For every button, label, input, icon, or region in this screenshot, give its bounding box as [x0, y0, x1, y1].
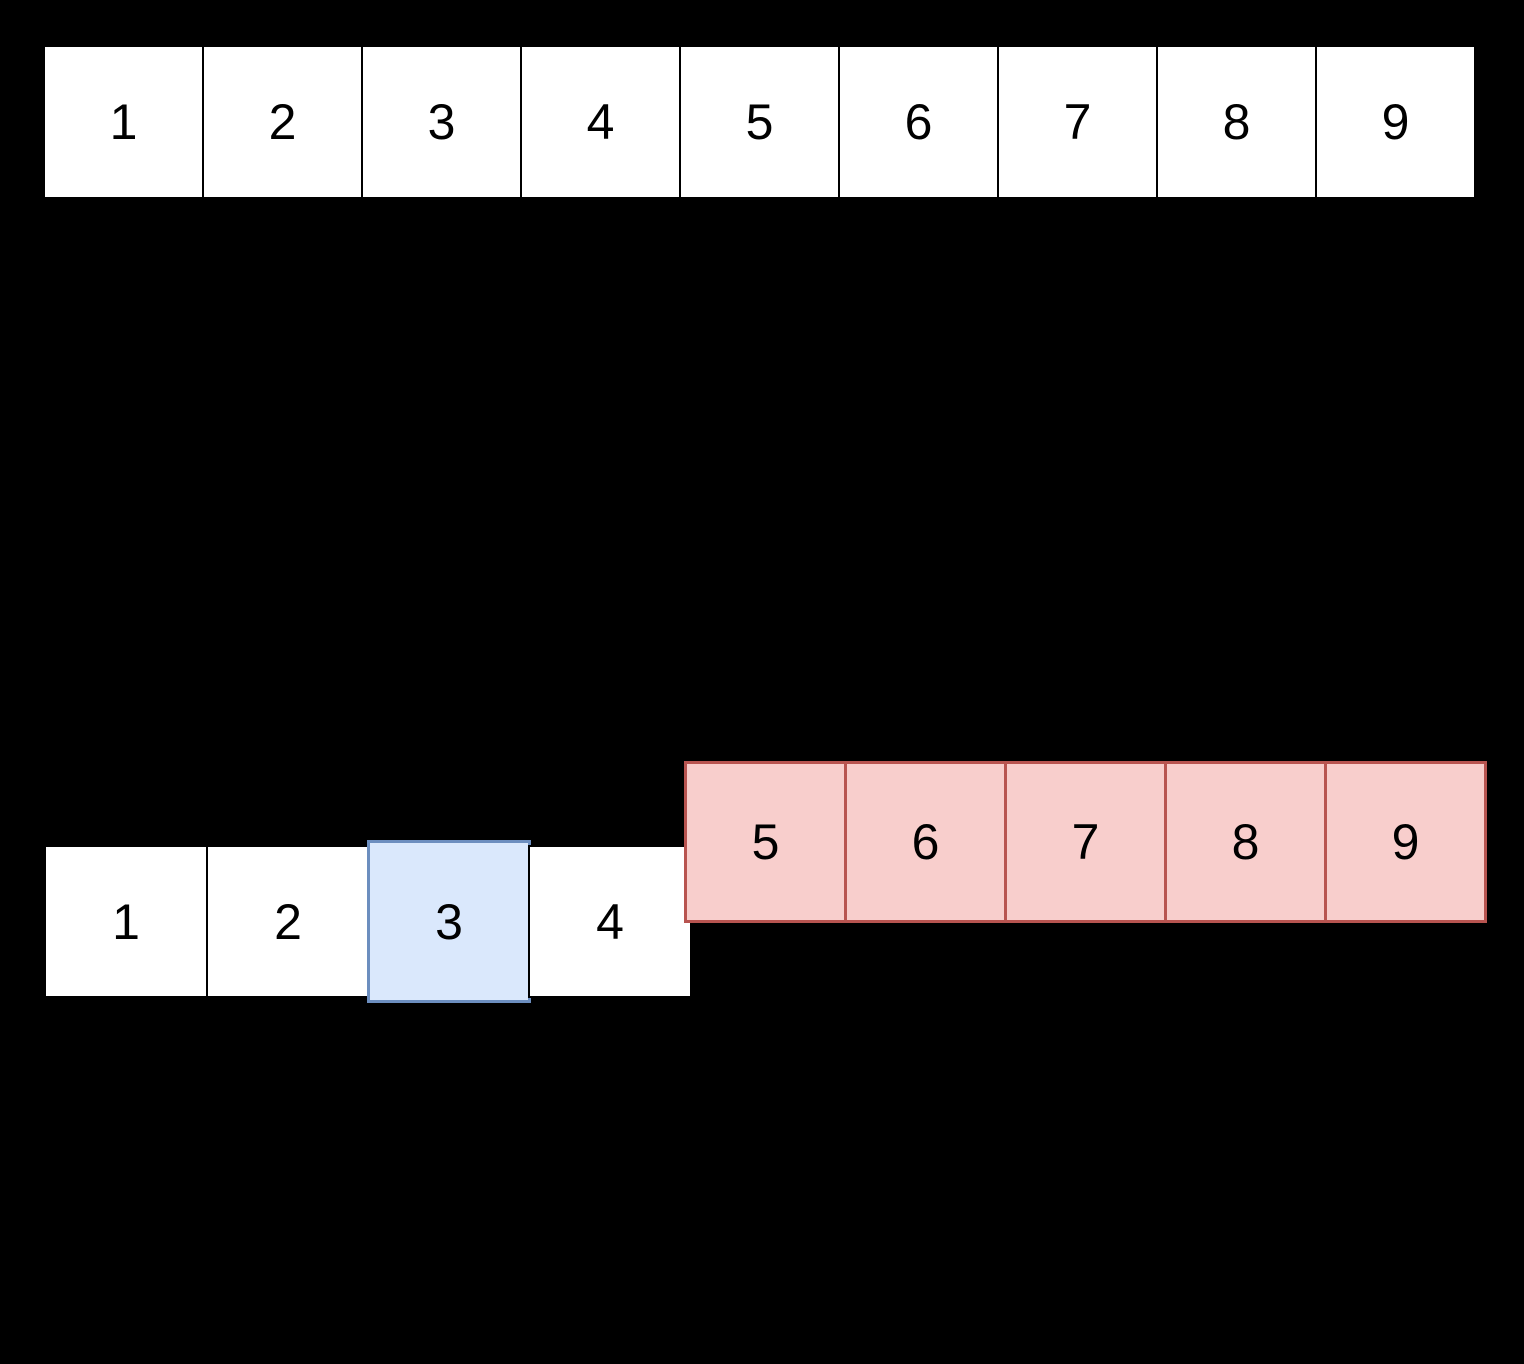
array-cell: 9: [1315, 45, 1476, 199]
array-cell: 2: [202, 45, 363, 199]
array-row-left-part: 1 2 3 4: [44, 840, 692, 1003]
array-cell: 3: [361, 45, 522, 199]
array-cell: 7: [997, 45, 1158, 199]
array-cell: 6: [838, 45, 999, 199]
array-cell: 5: [679, 45, 840, 199]
array-cell: 4: [520, 45, 681, 199]
moved-cell: 5: [684, 761, 847, 923]
highlighted-cell: 3: [367, 840, 531, 1003]
array-row-original: 1 2 3 4 5 6 7 8 9: [43, 45, 1476, 199]
array-cell: 8: [1156, 45, 1317, 199]
array-cell: 4: [528, 845, 692, 998]
array-cell: 2: [206, 845, 370, 998]
moved-cell: 7: [1004, 761, 1167, 923]
moved-cell: 6: [844, 761, 1007, 923]
array-cell: 1: [44, 845, 208, 998]
array-cell: 1: [43, 45, 204, 199]
moved-cell: 9: [1324, 761, 1487, 923]
array-row-moved-part: 5 6 7 8 9: [684, 761, 1487, 923]
moved-cell: 8: [1164, 761, 1327, 923]
